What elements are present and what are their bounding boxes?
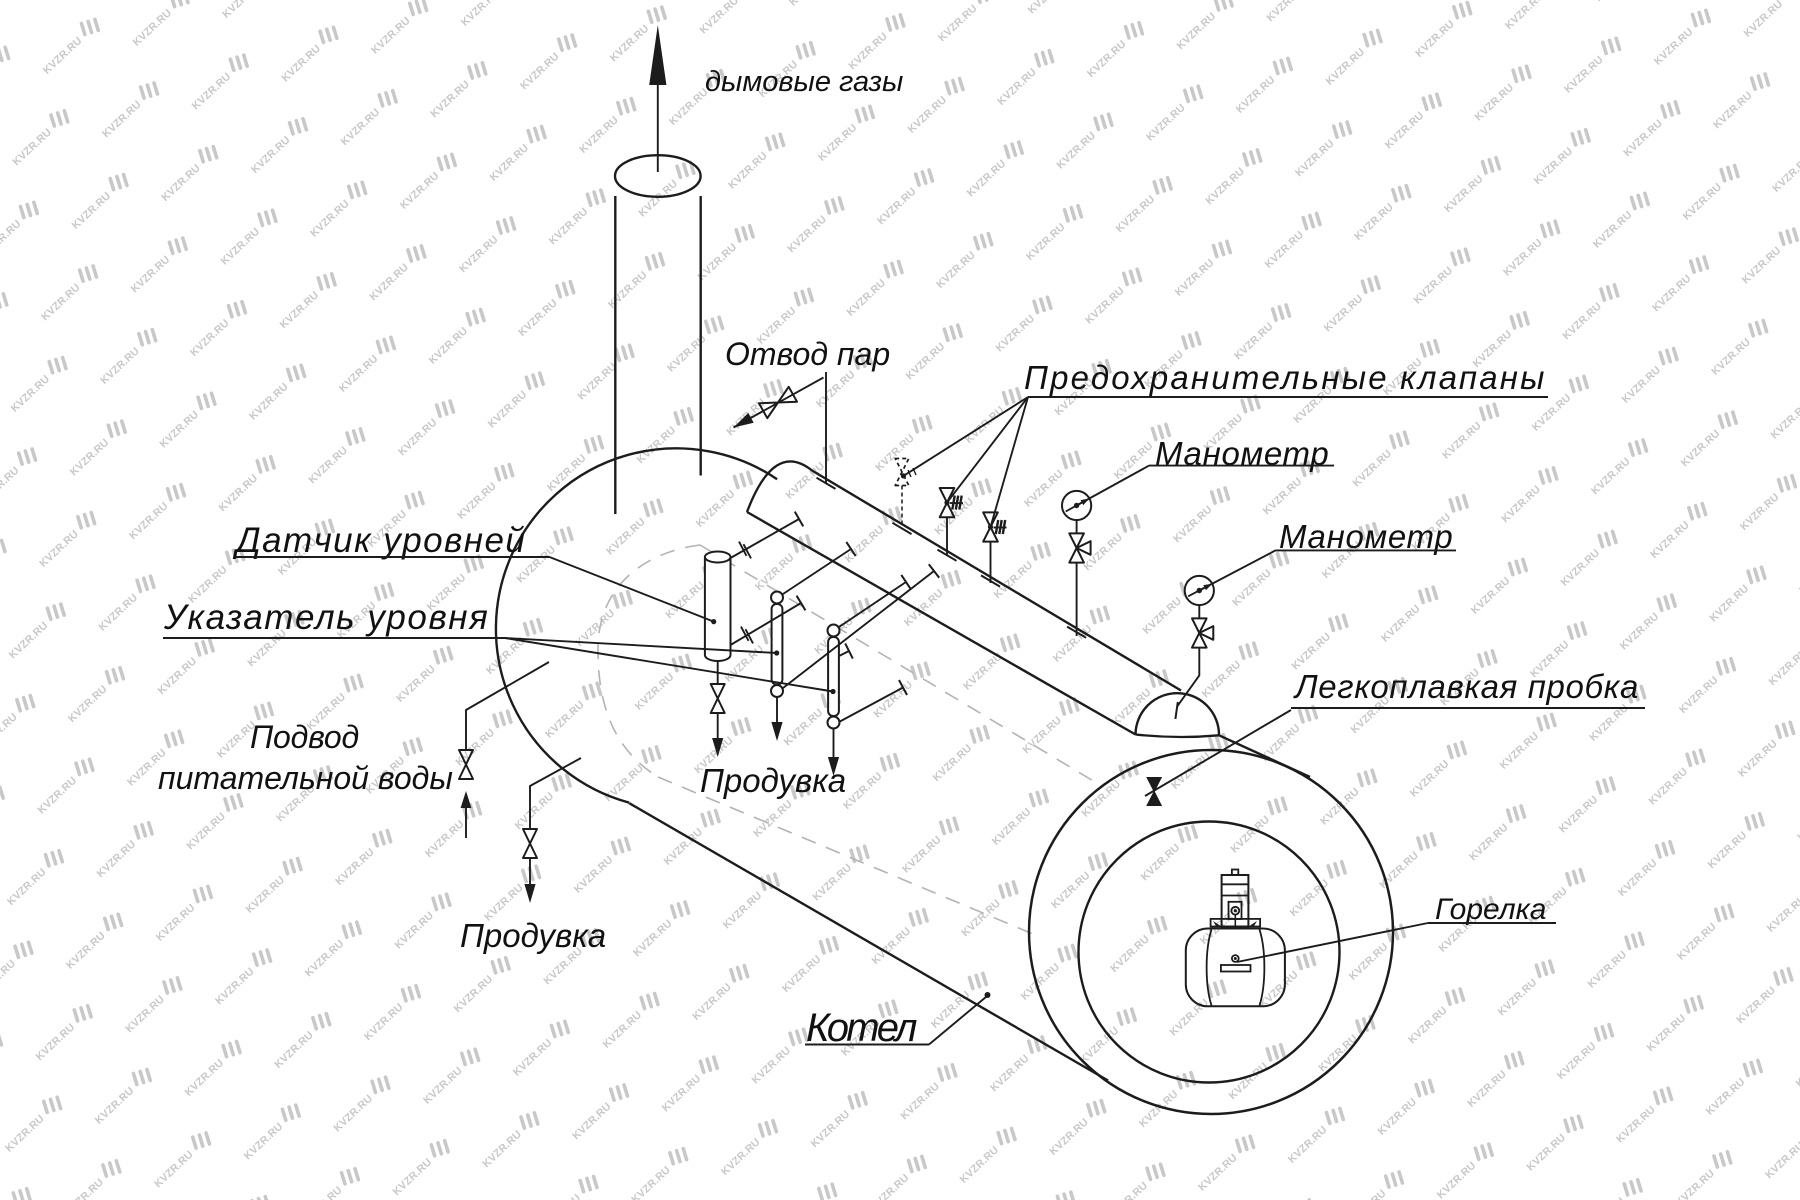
svg-text:Продувка: Продувка (700, 762, 846, 799)
svg-text:Предохранительные клапаны: Предохранительные клапаны (1024, 359, 1547, 396)
svg-text:Указатель уровня: Указатель уровня (163, 598, 489, 637)
svg-text:дымовые газы: дымовые газы (705, 66, 903, 98)
svg-text:Легкоплавкая пробка: Легкоплавкая пробка (1293, 668, 1639, 705)
svg-text:Манометр: Манометр (1279, 518, 1453, 555)
svg-text:Отвод пар: Отвод пар (725, 336, 890, 372)
svg-text:Датчик уровней: Датчик уровней (232, 521, 526, 560)
svg-text:Горелка: Горелка (1435, 893, 1546, 926)
svg-text:Подвод: Подвод (250, 719, 359, 755)
svg-text:Продувка: Продувка (460, 917, 606, 954)
svg-text:Котел: Котел (806, 1006, 917, 1050)
svg-text:питательной воды: питательной воды (158, 760, 453, 796)
